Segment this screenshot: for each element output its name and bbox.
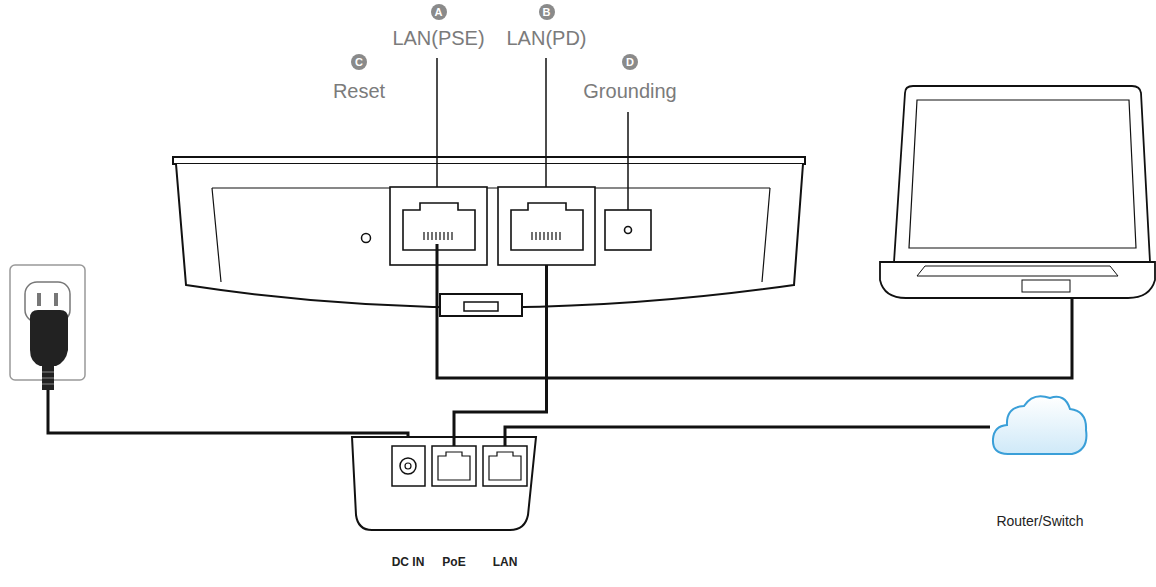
power-outlet <box>54 293 58 306</box>
lan-port <box>532 232 560 240</box>
part-label: Grounding <box>583 79 676 103</box>
callout-letter: C <box>351 54 367 70</box>
access-point-housing <box>173 157 805 164</box>
poe-injector <box>400 458 416 474</box>
network-cloud: Router/Switch <box>990 390 1090 530</box>
power-outlet <box>42 372 54 384</box>
cloud-shape <box>993 396 1087 454</box>
callout-letter: D <box>622 54 638 70</box>
reset-hole <box>362 234 371 243</box>
access-point-housing <box>176 164 803 308</box>
poe-injector <box>352 437 536 530</box>
reset-button: C Reset <box>326 54 392 246</box>
reset-hole <box>362 234 371 243</box>
lan-port <box>403 203 475 250</box>
laptop-cable <box>437 244 1072 378</box>
laptop <box>880 262 1155 298</box>
lan-port: B LAN(PD) <box>498 4 595 265</box>
poe-injector <box>352 437 536 530</box>
access-point-housing <box>212 188 770 282</box>
grounding-terminal: D Grounding <box>580 54 680 250</box>
cloud-shape <box>990 390 1090 462</box>
laptop <box>917 266 1118 276</box>
lan-port <box>498 187 595 265</box>
grounding-screw <box>625 227 632 234</box>
power-outlet <box>37 293 41 306</box>
lan-port: A LAN(PSE) <box>390 4 487 265</box>
lan-port <box>424 232 452 240</box>
leader-line <box>436 58 438 187</box>
network-cable <box>454 265 547 446</box>
port-label: LAN(PSE) <box>392 26 484 50</box>
poe-injector <box>392 446 425 486</box>
lan-port: LAN <box>483 446 527 570</box>
power-outlet <box>10 265 85 380</box>
poe-injector <box>432 446 476 486</box>
poe-port: PoE <box>432 446 476 570</box>
laptop <box>880 86 1155 298</box>
lan-port <box>390 187 595 265</box>
leader-line <box>545 58 547 187</box>
callout-letter: B <box>539 4 555 20</box>
laptop <box>909 100 1136 248</box>
poe-injector <box>438 452 470 480</box>
access-point-housing <box>464 302 498 311</box>
poe-injector <box>483 446 527 486</box>
port-label: LAN(PD) <box>506 26 586 50</box>
power-outlet <box>10 265 85 390</box>
grounding-screw <box>605 210 651 250</box>
leader-line <box>627 112 629 210</box>
poe-injector <box>489 452 521 480</box>
poe-injector <box>405 463 411 469</box>
laptop <box>894 86 1150 262</box>
network-cable <box>505 427 990 446</box>
lan-port <box>511 203 583 250</box>
part-label: Reset <box>333 79 385 103</box>
device-label: Router/Switch <box>996 512 1083 530</box>
access-point-housing <box>440 294 522 316</box>
laptop <box>1022 280 1070 292</box>
dc-jack: DC IN <box>389 446 427 570</box>
grounding-screw <box>605 210 651 250</box>
port-label: LAN <box>493 555 518 570</box>
port-label: DC IN <box>392 555 425 570</box>
laptop-cable <box>437 244 1072 378</box>
port-label: PoE <box>442 555 465 570</box>
callout-letter: A <box>431 4 447 20</box>
power-outlet <box>42 366 54 390</box>
access-point-housing <box>173 157 805 316</box>
power-outlet <box>30 310 68 366</box>
